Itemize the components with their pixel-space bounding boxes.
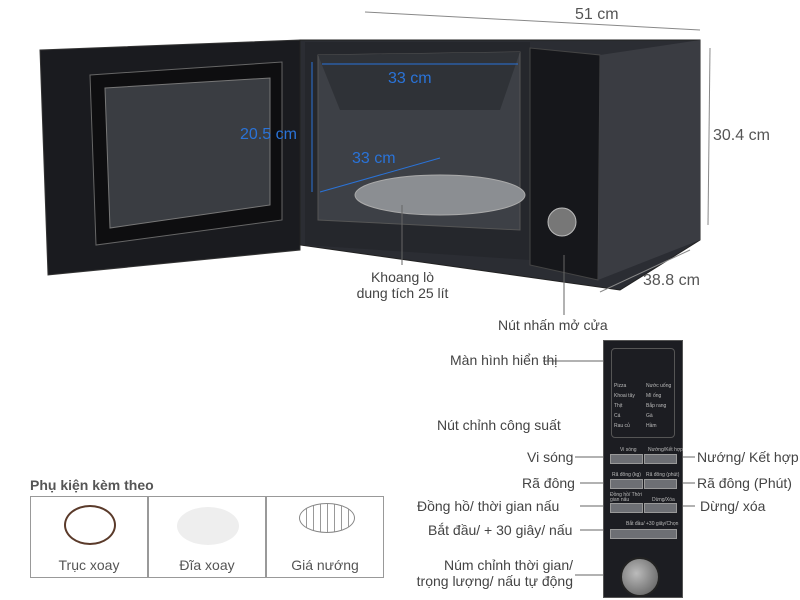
grill-combo-callout: Nướng/ Kết hợp — [697, 449, 799, 465]
accessory-label: Đĩa xoay — [179, 557, 235, 573]
dial-knob[interactable] — [620, 557, 660, 597]
panel-label-defrost-min: Rã đông (phút) — [646, 472, 680, 478]
dial-callout: Núm chỉnh thời gian/ trọng lượng/ nấu tự… — [411, 557, 573, 589]
panel-label-start: Bắt đầu/ +30 giây/Chọn — [626, 521, 679, 527]
menu-chicken: Gà — [646, 413, 653, 419]
display-callout: Màn hình hiển thị — [450, 352, 558, 368]
defrost-min-callout: Rã đông (Phút) — [697, 475, 792, 491]
plate-icon — [177, 507, 239, 545]
cavity-callout-line1: Khoang lò — [370, 269, 435, 285]
menu-stew: Hầm — [646, 423, 657, 429]
ring-icon — [64, 505, 116, 545]
panel-label-microwave: Vi sóng — [620, 447, 637, 453]
clock-time-button[interactable] — [610, 503, 643, 513]
cavity-depth-dimension: 33 cm — [352, 150, 396, 167]
start-button[interactable] — [610, 529, 677, 539]
accessory-turntable-plate: Đĩa xoay — [148, 496, 266, 578]
rack-icon — [299, 503, 355, 533]
accessories-title: Phụ kiện kèm theo — [30, 477, 154, 493]
dial-callout-line2: trọng lượng/ nấu tự động — [416, 573, 573, 589]
microwave-callout: Vi sóng — [527, 449, 574, 465]
cavity-callout-line2: dung tích 25 lít — [356, 285, 449, 301]
clock-time-callout: Đồng hồ/ thời gian nấu — [417, 498, 560, 514]
menu-vegetables: Rau củ — [614, 423, 630, 429]
panel-label-defrost-kg: Rã đông (kg) — [612, 472, 641, 478]
menu-meat: Thịt — [614, 403, 623, 409]
depth-dimension: 38.8 cm — [643, 272, 700, 289]
cavity-width-dimension: 33 cm — [388, 70, 432, 87]
menu-fish: Cá — [614, 413, 621, 419]
stop-clear-button[interactable] — [644, 503, 677, 513]
width-dimension: 51 cm — [575, 6, 619, 23]
microwave-button[interactable] — [610, 454, 643, 464]
display-screen — [611, 348, 675, 438]
defrost-callout: Rã đông — [522, 475, 575, 491]
menu-potato: Khoai tây — [614, 393, 635, 399]
defrost-button[interactable] — [610, 479, 643, 489]
power-knob-callout: Nút chỉnh công suất — [437, 417, 561, 433]
menu-pasta: Mì ống — [646, 393, 662, 399]
menu-pizza: Pizza — [614, 383, 627, 389]
control-panel: Pizza Nước uống Khoai tây Mì ống Thịt Bắ… — [603, 340, 683, 598]
height-dimension: 30.4 cm — [713, 127, 770, 144]
panel-label-grill: Nướng/Kết hợp — [648, 447, 683, 453]
accessory-label: Giá nướng — [291, 557, 359, 573]
cavity-height-dimension: 20.5 cm — [240, 126, 297, 143]
panel-label-clock: Đồng hồ/ Thời gian nấu — [610, 492, 642, 503]
start-callout: Bắt đầu/ + 30 giây/ nấu — [428, 522, 573, 538]
accessory-turntable-ring: Trục xoay — [30, 496, 148, 578]
dial-callout-line1: Núm chỉnh thời gian/ — [443, 557, 573, 573]
menu-drinks: Nước uống — [646, 383, 672, 389]
grill-combo-button[interactable] — [644, 454, 677, 464]
menu-popcorn: Bắp rang — [646, 403, 667, 409]
accessory-grill-rack: Giá nướng — [266, 496, 384, 578]
panel-label-stop: Dừng/Xóa — [652, 497, 675, 503]
defrost-min-button[interactable] — [644, 479, 677, 489]
door-button-callout: Nút nhấn mở cửa — [498, 317, 608, 333]
stop-clear-callout: Dừng/ xóa — [700, 498, 766, 514]
cavity-callout: Khoang lò dung tích 25 lít — [350, 269, 455, 301]
accessory-label: Trục xoay — [58, 557, 120, 573]
